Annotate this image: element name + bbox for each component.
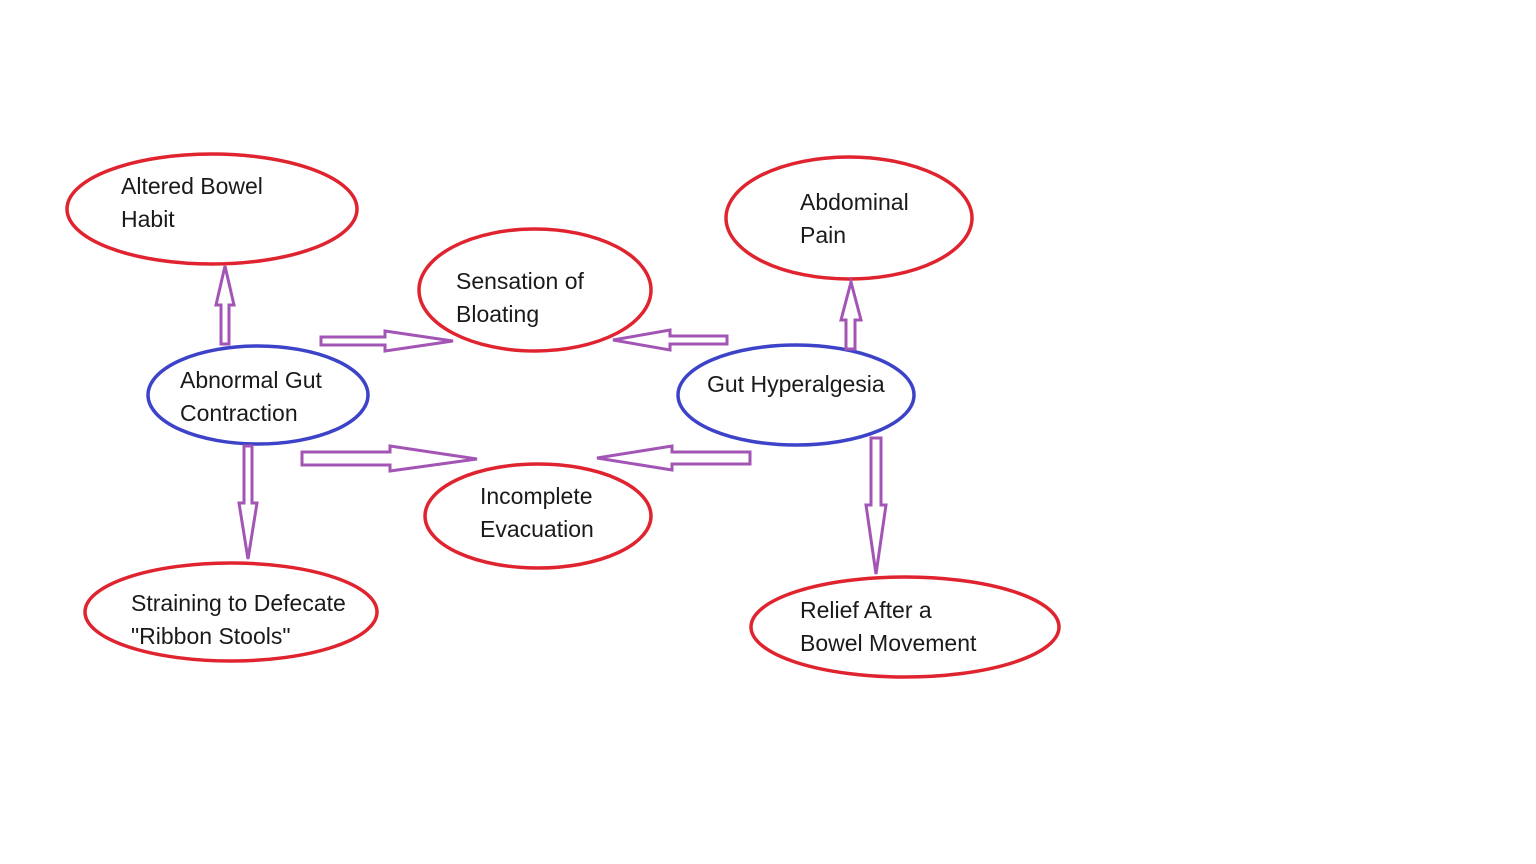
- straining-to-defecate-ellipse: [83, 561, 379, 663]
- relief-after-bowel-movement-ellipse: [749, 575, 1061, 679]
- incomplete-evacuation-ellipse: [423, 462, 653, 570]
- incomplete-evacuation-label: Incomplete Evacuation: [480, 483, 594, 542]
- relief-after-bowel-movement-line2: Bowel Movement: [800, 630, 977, 656]
- arrow-contraction-to-altered-habit: [214, 265, 236, 346]
- abnormal-gut-contraction-line2: Contraction: [180, 400, 298, 426]
- straining-to-defecate-line1: Straining to Defecate: [131, 590, 346, 616]
- gut-hyperalgesia-line1: Gut Hyperalgesia: [707, 371, 885, 397]
- gut-hyperalgesia-ellipse: [676, 343, 916, 447]
- relief-after-bowel-movement-line1: Relief After a: [800, 597, 932, 623]
- abdominal-pain-ellipse: [724, 155, 974, 281]
- abnormal-gut-contraction-label: Abnormal Gut Contraction: [180, 367, 323, 426]
- sensation-of-bloating-label: Sensation of Bloating: [456, 268, 584, 327]
- arrow-hyperalgesia-to-abdominal-pain: [839, 276, 863, 351]
- straining-to-defecate-line2: "Ribbon Stools": [131, 623, 291, 649]
- altered-bowel-habit-line1: Altered Bowel: [121, 173, 263, 199]
- arrow-contraction-to-evacuation: [300, 444, 478, 473]
- altered-bowel-habit-line2: Habit: [121, 206, 175, 232]
- gut-hyperalgesia-label: Gut Hyperalgesia: [707, 371, 885, 397]
- relief-after-bowel-movement-label: Relief After a Bowel Movement: [800, 597, 977, 656]
- abnormal-gut-contraction-ellipse: [146, 344, 370, 446]
- arrow-contraction-to-straining: [237, 444, 259, 560]
- abdominal-pain-label: Abdominal Pain: [800, 189, 909, 248]
- arrow-hyperalgesia-to-relief: [864, 436, 888, 575]
- abdominal-pain-line2: Pain: [800, 222, 846, 248]
- arrow-hyperalgesia-to-evacuation: [596, 444, 752, 472]
- sensation-of-bloating-line2: Bloating: [456, 301, 539, 327]
- incomplete-evacuation-line2: Evacuation: [480, 516, 594, 542]
- altered-bowel-habit-label: Altered Bowel Habit: [121, 173, 263, 232]
- straining-to-defecate-label: Straining to Defecate "Ribbon Stools": [131, 590, 346, 649]
- sensation-of-bloating-line1: Sensation of: [456, 268, 584, 294]
- sensation-of-bloating-ellipse: [417, 227, 653, 353]
- altered-bowel-habit-ellipse: [65, 152, 359, 266]
- arrow-contraction-to-bloating: [319, 329, 454, 353]
- abnormal-gut-contraction-line1: Abnormal Gut: [180, 367, 323, 393]
- arrow-hyperalgesia-to-bloating: [612, 328, 729, 352]
- abdominal-pain-line1: Abdominal: [800, 189, 909, 215]
- incomplete-evacuation-line1: Incomplete: [480, 483, 593, 509]
